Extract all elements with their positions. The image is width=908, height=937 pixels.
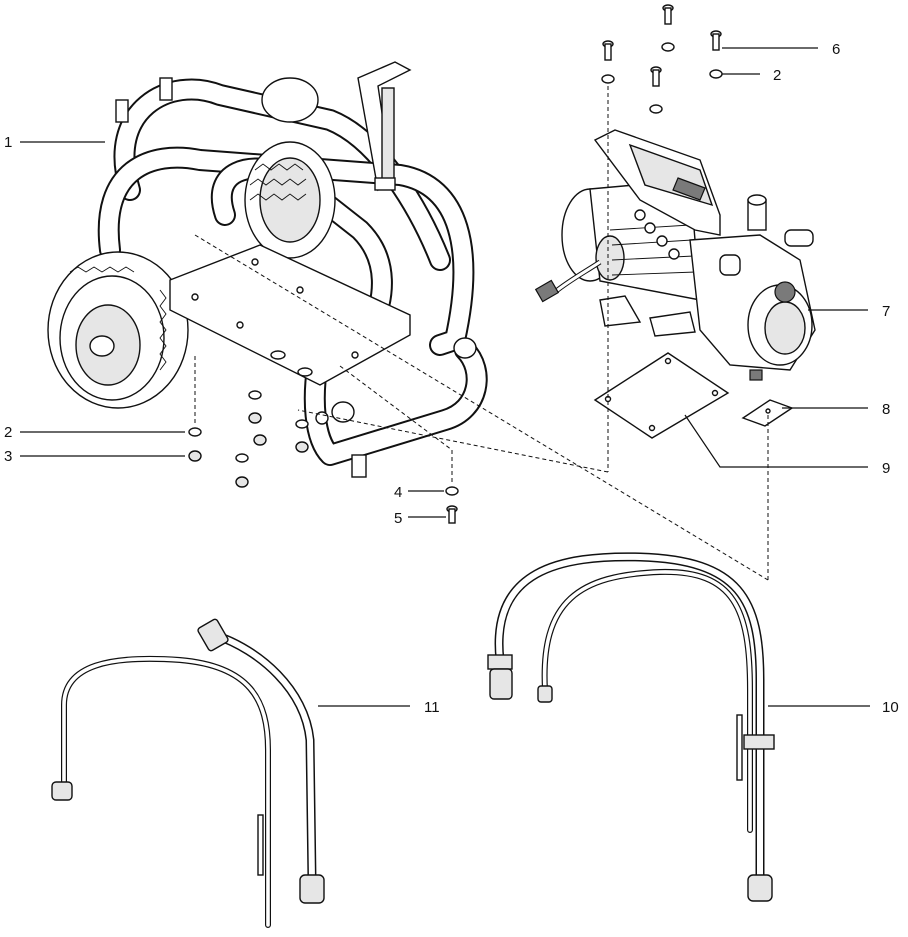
front-wheel <box>47 251 189 409</box>
hose-fitting-10 <box>747 874 773 902</box>
loose-hardware <box>235 390 309 488</box>
hose-clamp <box>487 654 513 670</box>
callout-2-top: 2 <box>773 67 781 84</box>
callout-2-left: 2 <box>4 424 12 441</box>
power-cord <box>534 259 602 303</box>
rear-knob-left <box>115 99 129 123</box>
callout-7: 7 <box>882 303 890 320</box>
rear-knob-right <box>159 77 173 101</box>
callout-4: 4 <box>394 484 402 501</box>
callout-9: 9 <box>882 460 890 477</box>
callout-3: 3 <box>4 448 12 465</box>
leader-lines <box>20 47 870 707</box>
cart-base-plate <box>169 244 411 386</box>
hose-assembly-11 <box>51 618 325 928</box>
plug <box>534 279 560 303</box>
hose-fitting-11 <box>299 874 325 904</box>
hose-assembly-10 <box>487 552 775 902</box>
hose-nut-small <box>537 685 553 703</box>
hose-nut-large <box>489 668 513 700</box>
callout-6: 6 <box>832 41 840 58</box>
nut <box>188 450 202 462</box>
frame-cap-right <box>453 337 477 359</box>
callout-5: 5 <box>394 510 402 527</box>
frame-cap-front <box>331 401 355 423</box>
rear-wheel <box>244 141 336 259</box>
wheel-hub <box>89 335 115 357</box>
callout-labels: 1 2 3 4 5 6 2 7 8 9 10 11 <box>4 41 899 716</box>
hose-nut-11-top <box>197 618 229 652</box>
washers-top <box>601 42 723 114</box>
pump-motor-assembly <box>561 129 816 381</box>
mounting-plate <box>593 352 730 439</box>
callout-11: 11 <box>424 699 440 716</box>
screw <box>446 505 458 524</box>
callout-10: 10 <box>882 699 899 716</box>
washer-bottom <box>445 486 459 496</box>
cart-frame <box>97 77 488 466</box>
bolts <box>602 4 722 87</box>
washer-left <box>188 427 202 437</box>
power-switch <box>672 177 706 201</box>
frame-foot <box>351 454 367 478</box>
hose-nut-11-left <box>51 781 73 801</box>
hose-hook-bracket <box>357 61 412 192</box>
callout-8: 8 <box>882 401 890 418</box>
callout-1: 1 <box>4 134 12 151</box>
alignment-lines <box>194 86 769 581</box>
cart-bump <box>261 77 319 123</box>
